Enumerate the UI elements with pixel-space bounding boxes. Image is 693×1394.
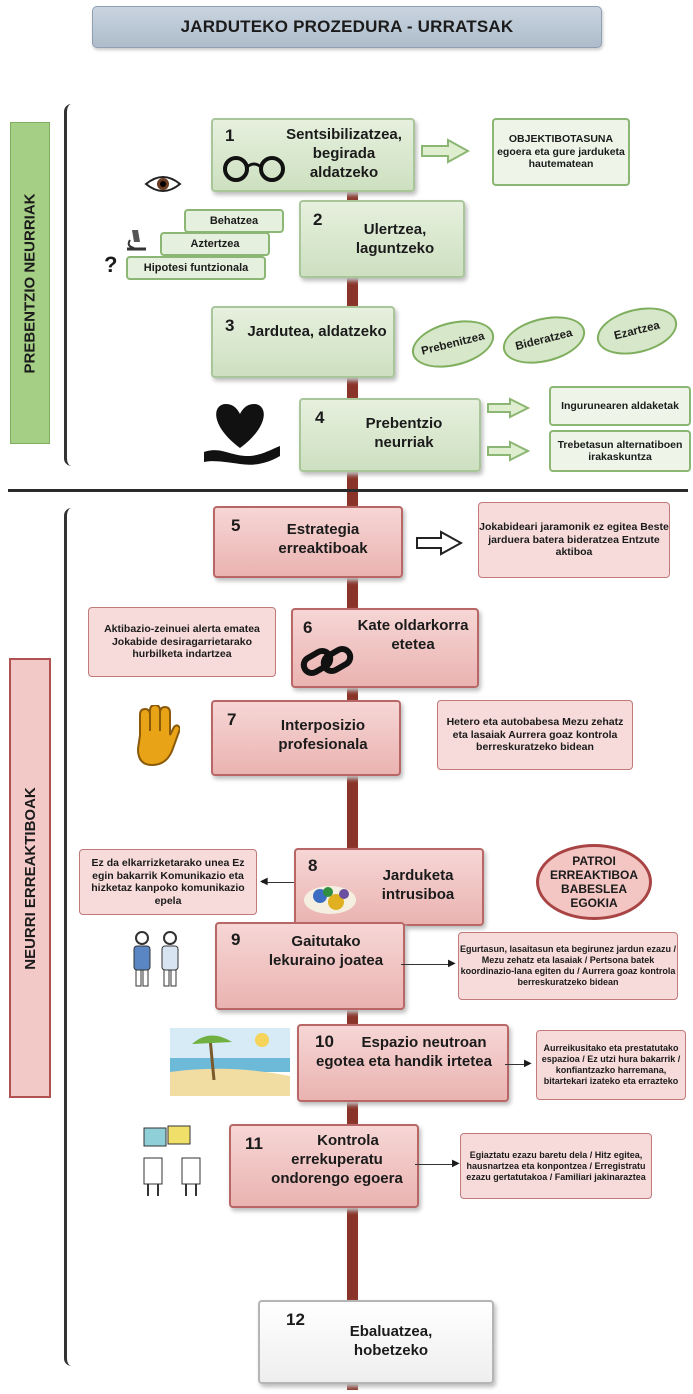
arrow-right-icon [487, 397, 530, 419]
step-11-label: Kontrola errekuperatu ondorengo egoera [271, 1132, 403, 1187]
step-10-box: 10 Espazio neutroan egotea eta handik ir… [297, 1024, 509, 1102]
bideratzea-oval: Bideratzea [497, 308, 591, 372]
step-1-number: 1 [225, 126, 235, 145]
behatzea-tag: Behatzea [184, 209, 284, 233]
step-6-number: 6 [303, 618, 313, 637]
step-9-connector [401, 964, 453, 965]
step-2-number: 2 [313, 210, 323, 229]
step-10-note: Aurreikusitako eta prestatutako espazioa… [536, 1030, 686, 1100]
step-7-number: 7 [227, 710, 237, 729]
microscope-icon [127, 230, 146, 251]
step-11-note: Egiaztatu ezazu baretu dela / Hitz egite… [460, 1133, 652, 1199]
stop-hand-icon [136, 705, 180, 767]
arrow-right-icon [421, 138, 470, 164]
prebenitzea-oval: Prebenitzea [406, 312, 500, 376]
step-11-connector [415, 1164, 457, 1165]
step-8-box: 8 Jarduketa intrusiboa [294, 848, 484, 926]
step-11-box: 11 Kontrola errekuperatu ondorengo egoer… [229, 1124, 419, 1208]
eye-icon [144, 176, 182, 192]
aztertzea-tag: Aztertzea [160, 232, 270, 256]
reactive-section-bar: NEURRI ERREAKTIBOAK [9, 658, 51, 1098]
step-9-number: 9 [231, 930, 241, 949]
step-5-box: 5 Estrategia erreaktiboak [213, 506, 403, 578]
step-3-label: Jardutea, aldatzeko [247, 323, 387, 340]
arrow-left-icon: ◀ [260, 876, 268, 887]
step-3-box: 3 Jardutea, aldatzeko [211, 306, 395, 378]
step-11-number: 11 [245, 1134, 263, 1153]
arrow-right-icon: ▶ [448, 958, 456, 969]
step-6-note: Aktibazio-zeinuei alerta ematea Jokabide… [88, 607, 276, 677]
step-12-box: 12 Ebaluatzea, hobetzeko [258, 1300, 494, 1384]
trebetasun-note: Trebetasun alternatiboen irakaskuntza [549, 430, 691, 472]
step-6-label: Kate oldarkorra etetea [357, 617, 469, 653]
step-8-note: Ez da elkarrizketarako unea Ez egin baka… [79, 849, 257, 915]
step-6-box: 6 Kate oldarkorra etetea [291, 608, 479, 688]
step-5-label: Estrategia erreaktiboak [278, 521, 368, 557]
step-10-number: 10 [315, 1032, 334, 1051]
glasses-icon [221, 154, 287, 187]
hipotesi-tag: Hipotesi funtzionala [126, 256, 266, 280]
prevention-section-label: PREBENTZIO NEURRIAK [21, 192, 39, 374]
step-1-label: Sentsibilizatzea, begirada aldatzeko [286, 126, 402, 181]
step-12-number: 12 [286, 1310, 305, 1329]
step-9-label: Gaitutako lekuraino joatea [268, 933, 384, 969]
ingurunea-note: Ingurunearen aldaketak [549, 386, 691, 426]
reactive-brace [64, 508, 79, 1366]
chat-icon [143, 1125, 201, 1196]
step-4-box: 4 Prebentzio neurriak [299, 398, 481, 472]
objektibotasuna-body: egoera eta gure jarduketa hautematean [497, 145, 625, 171]
beach-icon [170, 1028, 290, 1096]
step-12-label: Ebaluatzea, hobetzeko [349, 1323, 433, 1359]
ezartzea-oval: Ezartzea [591, 299, 683, 363]
section-divider [8, 489, 688, 492]
step-4-number: 4 [315, 408, 325, 427]
step-1-box: 1 Sentsibilizatzea, begirada aldatzeko [211, 118, 415, 192]
fight-icon [304, 886, 356, 914]
arrow-right-icon [487, 440, 530, 462]
chain-icon [300, 646, 354, 676]
step-9-box: 9 Gaitutako lekuraino joatea [215, 922, 405, 1010]
objektibotasuna-title: OBJEKTIBOTASUNA [508, 133, 614, 146]
step-7-note: Hetero eta autobabesa Mezu zehatz eta la… [437, 700, 633, 770]
step-5-note: Jokabideari jaramonik ez egitea Beste ja… [478, 502, 670, 578]
heart-hand-icon [204, 404, 280, 465]
step-7-box: 7 Interposizio profesionala [211, 700, 401, 776]
patroi-oval: PATROI ERREAKTIBOA BABESLEA EGOKIA [536, 844, 652, 920]
arrow-right-icon: ▶ [524, 1058, 532, 1069]
step-10-connector [505, 1064, 529, 1065]
step-7-label: Interposizio profesionala [278, 717, 368, 753]
step-8-connector [262, 882, 294, 883]
step-2-box: 2 Ulertzea, laguntzeko [299, 200, 465, 278]
step-10-label: Espazio neutroan egotea eta handik irtet… [316, 1034, 492, 1070]
prevention-brace [64, 104, 79, 466]
step-2-label: Ulertzea, laguntzeko [355, 221, 435, 257]
page-title: JARDUTEKO PROZEDURA - URRATSAK [92, 6, 602, 48]
objektibotasuna-note: OBJEKTIBOTASUNA egoera eta gure jarduket… [492, 118, 630, 186]
step-9-note: Egurtasun, lasaitasun eta begirunez jard… [458, 932, 678, 1000]
arrow-right-icon [416, 530, 463, 556]
arrow-right-icon: ▶ [452, 1158, 460, 1169]
question-mark-icon: ? [104, 252, 118, 277]
step-8-number: 8 [308, 856, 318, 875]
step-3-number: 3 [225, 316, 235, 335]
reactive-section-label: NEURRI ERREAKTIBOAK [21, 786, 39, 970]
step-4-label: Prebentzio neurriak [365, 415, 443, 451]
prevention-section-bar: PREBENTZIO NEURRIAK [10, 122, 50, 444]
people-icon [133, 931, 179, 987]
step-8-label: Jarduketa intrusiboa [381, 867, 455, 903]
step-5-number: 5 [231, 516, 241, 535]
